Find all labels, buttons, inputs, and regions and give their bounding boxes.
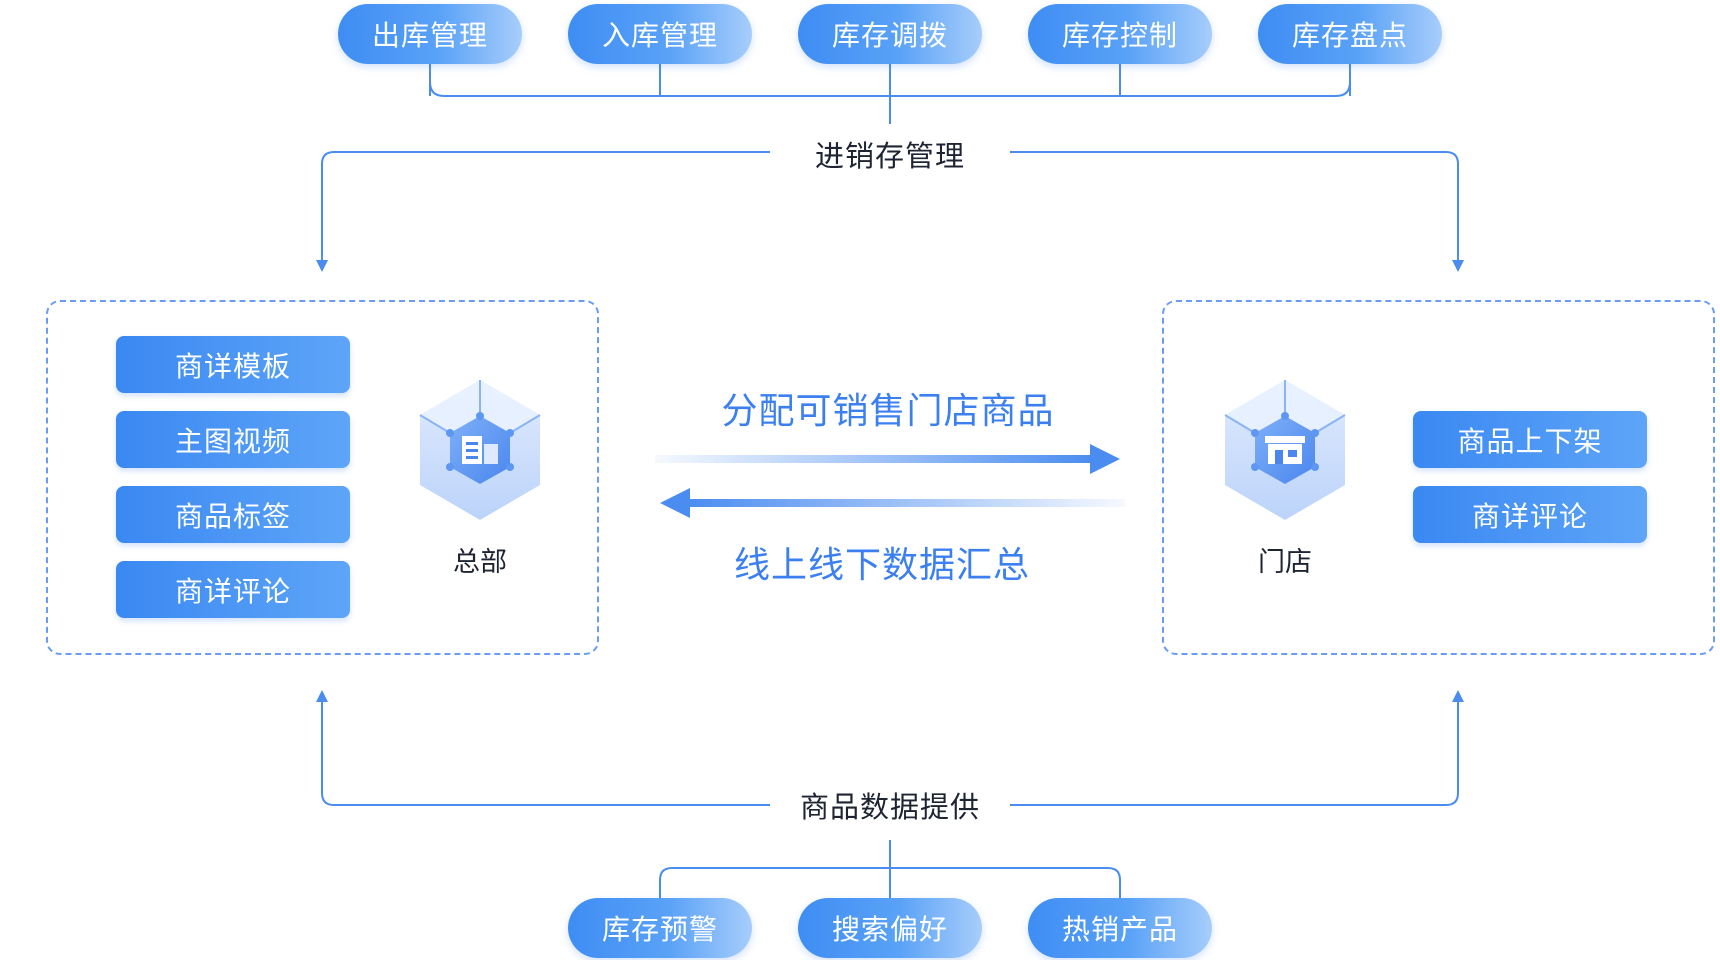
arrow-up-right [1452, 690, 1464, 702]
headquarters-label: 总部 [453, 547, 507, 578]
arrow-up-left [316, 690, 328, 702]
bottom-pill-best-sellers[interactable]: 热销产品 [1028, 898, 1212, 958]
store-item-listing[interactable]: 商品上下架 [1413, 411, 1647, 468]
store-cube-icon [1224, 380, 1346, 520]
flow-arrow-left [660, 488, 1125, 518]
bottom-pill-search-preference[interactable]: 搜索偏好 [798, 898, 982, 958]
top-pill-control[interactable]: 库存控制 [1028, 4, 1212, 64]
top-hub-label: 进销存管理 [770, 133, 1010, 175]
top-pill-transfer[interactable]: 库存调拨 [798, 4, 982, 64]
flow-label-to-store: 分配可销售门店商品 [721, 391, 1055, 432]
hq-item-main-video[interactable]: 主图视频 [116, 411, 350, 468]
top-pill-inbound[interactable]: 入库管理 [568, 4, 752, 64]
bottom-pill-stock-alert[interactable]: 库存预警 [568, 898, 752, 958]
building-cube-icon [419, 380, 541, 520]
top-connector [429, 62, 1351, 124]
store-item-reviews[interactable]: 商详评论 [1413, 486, 1647, 543]
bottom-split-lines [321, 700, 1459, 806]
hq-item-reviews[interactable]: 商详评论 [116, 561, 350, 618]
headquarters-panel [46, 300, 599, 655]
flow-label-to-headquarters: 线上线下数据汇总 [733, 545, 1030, 586]
top-split-lines [321, 151, 1459, 262]
top-pill-outbound[interactable]: 出库管理 [338, 4, 522, 64]
arrow-down-right [1452, 260, 1464, 272]
arrow-down-left [316, 260, 328, 272]
bottom-connector [659, 840, 1121, 902]
hq-item-product-tags[interactable]: 商品标签 [116, 486, 350, 543]
top-pill-stocktake[interactable]: 库存盘点 [1258, 4, 1442, 64]
bottom-hub-label: 商品数据提供 [770, 784, 1010, 826]
store-panel [1162, 300, 1715, 655]
flow-arrow-right [655, 444, 1120, 474]
hq-item-detail-template[interactable]: 商详模板 [116, 336, 350, 393]
store-label: 门店 [1258, 547, 1312, 578]
